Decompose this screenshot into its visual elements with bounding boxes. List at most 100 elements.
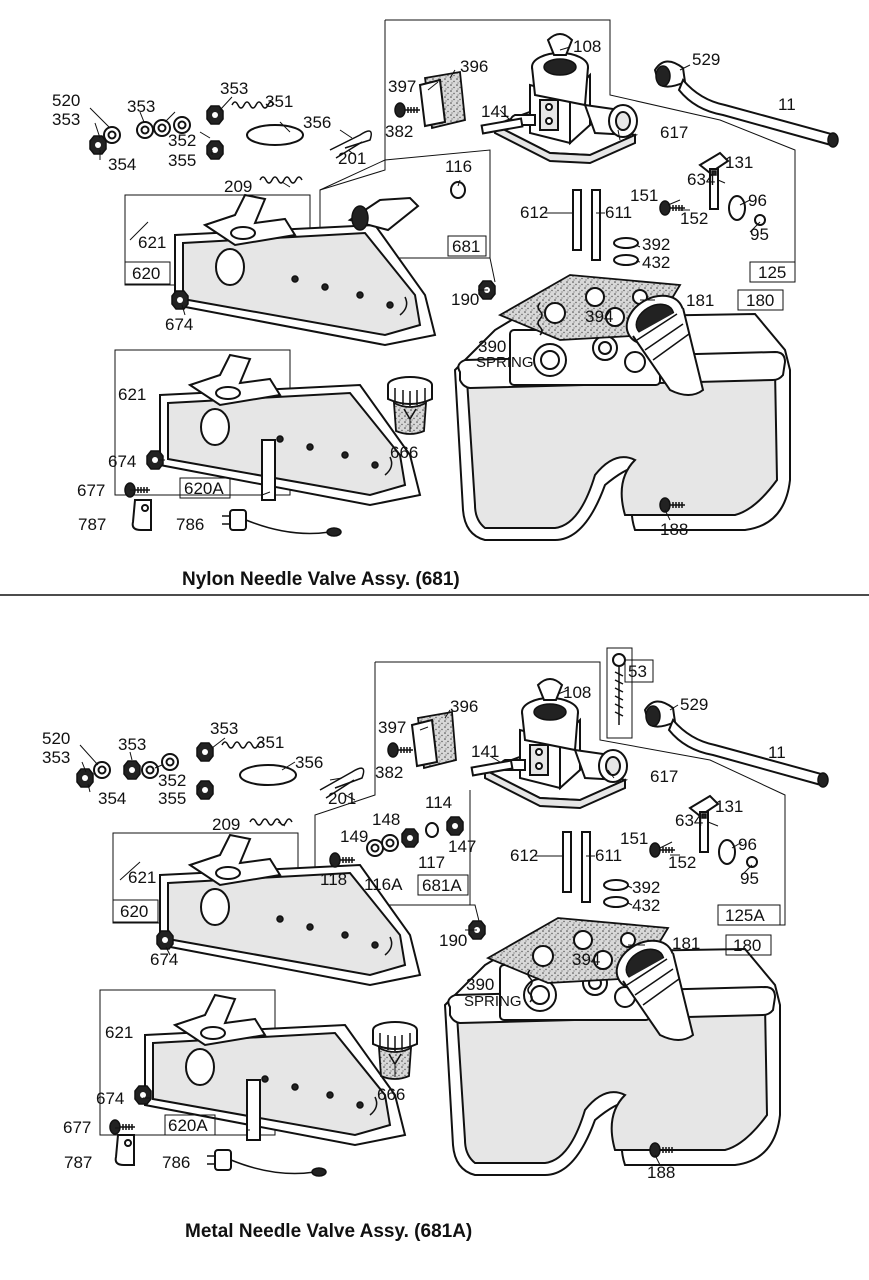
nut-355-icon — [206, 140, 224, 160]
label-786-b: 786 — [162, 1153, 190, 1172]
label-209-b: 209 — [212, 815, 240, 834]
ring-392 — [613, 237, 639, 249]
assembly-125A-outline — [314, 661, 786, 926]
link-382-b — [319, 767, 365, 791]
label-432-b: 432 — [632, 896, 660, 915]
label-355-b: 355 — [158, 789, 186, 808]
label-681A-box — [417, 874, 469, 896]
label-353a: 353 — [52, 110, 80, 129]
leader-lines-top — [89, 46, 761, 521]
label-53-box — [624, 659, 654, 683]
label-180-b: 180 — [733, 936, 761, 955]
label-382: 382 — [385, 122, 413, 141]
label-201: 201 — [338, 149, 366, 168]
label-392: 392 — [642, 235, 670, 254]
label-147: 147 — [448, 837, 476, 856]
label-674b: 674 — [108, 452, 136, 471]
label-620-box — [124, 261, 171, 285]
label-96: 96 — [748, 191, 767, 210]
screw-612-b — [562, 831, 572, 893]
label-677: 677 — [77, 481, 105, 500]
label-397: 397 — [388, 77, 416, 96]
label-spring-b: SPRING — [464, 993, 522, 1010]
label-677-b: 677 — [63, 1118, 91, 1137]
ring-392-b — [603, 879, 629, 891]
label-125A: 125A — [725, 906, 765, 925]
screw-674-b-icon — [156, 930, 174, 950]
link-201 — [335, 141, 363, 159]
label-355: 355 — [168, 151, 196, 170]
label-681-box — [447, 235, 487, 257]
label-634: 634 — [687, 170, 715, 189]
label-621a: 621 — [138, 233, 166, 252]
bracket-787-b — [114, 1134, 135, 1166]
plate-620A — [261, 439, 276, 501]
label-125: 125 — [758, 263, 786, 282]
label-151-b: 151 — [620, 829, 648, 848]
label-141-b: 141 — [471, 742, 499, 761]
label-397-b: 397 — [378, 718, 406, 737]
seal-96 — [728, 195, 746, 221]
label-148: 148 — [372, 810, 400, 829]
washer-353b-icon — [136, 121, 154, 139]
label-125A-box — [717, 904, 781, 926]
label-95-b: 95 — [740, 869, 759, 888]
label-356: 356 — [303, 113, 331, 132]
label-352-b: 352 — [158, 771, 186, 790]
screw-53 — [612, 653, 626, 725]
label-114: 114 — [425, 793, 452, 812]
label-396-b: 396 — [450, 697, 478, 716]
screw-95 — [754, 214, 766, 226]
label-681A: 681A — [422, 876, 462, 895]
screw-674-icon — [171, 290, 189, 310]
plate-620A-b — [246, 1079, 261, 1141]
nut-354-b-icon — [76, 768, 94, 788]
label-674a-b: 674 — [150, 950, 178, 969]
label-209: 209 — [224, 177, 252, 196]
label-620A-box — [179, 477, 231, 499]
label-617-b: 617 — [650, 767, 678, 786]
label-125-box — [749, 261, 796, 283]
label-352: 352 — [168, 131, 196, 150]
label-394: 394 — [585, 307, 613, 326]
shaft-108-b — [536, 678, 564, 701]
label-394-b: 394 — [572, 950, 600, 969]
label-190-b: 190 — [439, 931, 467, 950]
carburetor-body — [494, 52, 638, 164]
spring-390-b — [527, 969, 533, 1003]
label-108-b: 108 — [563, 683, 591, 702]
label-201-b: 201 — [328, 789, 356, 808]
wire-786-b — [206, 1149, 327, 1177]
nut-354-icon — [89, 135, 107, 155]
label-188-b: 188 — [647, 1163, 675, 1182]
ring-356 — [246, 124, 304, 146]
link-201-b — [325, 779, 355, 799]
ring-432-b — [603, 896, 629, 908]
spring-390 — [537, 302, 543, 336]
label-617: 617 — [660, 123, 688, 142]
label-621b: 621 — [118, 385, 146, 404]
label-390: 390 — [478, 337, 506, 356]
label-666: 666 — [390, 443, 418, 462]
bracket-620-b — [159, 834, 421, 986]
label-382-b: 382 — [375, 763, 403, 782]
label-354: 354 — [108, 155, 136, 174]
label-620A-b: 620A — [168, 1116, 208, 1135]
label-181-b: 181 — [672, 934, 700, 953]
label-353c-b: 353 — [210, 719, 238, 738]
label-666-b: 666 — [377, 1085, 405, 1104]
carburetor-body-b — [484, 697, 628, 809]
label-351-b: 351 — [256, 733, 284, 752]
washer-353-b-icon — [93, 761, 111, 779]
shaft-141 — [480, 117, 524, 135]
screw-611 — [591, 189, 601, 261]
washer-b3-icon — [161, 753, 179, 771]
label-118: 118 — [320, 870, 347, 889]
label-116A: 116A — [364, 875, 403, 894]
link-382 — [329, 130, 372, 151]
spring-209-icon — [259, 176, 303, 184]
label-634-b: 634 — [675, 811, 703, 830]
label-392-b: 392 — [632, 878, 660, 897]
label-190: 190 — [451, 290, 479, 309]
